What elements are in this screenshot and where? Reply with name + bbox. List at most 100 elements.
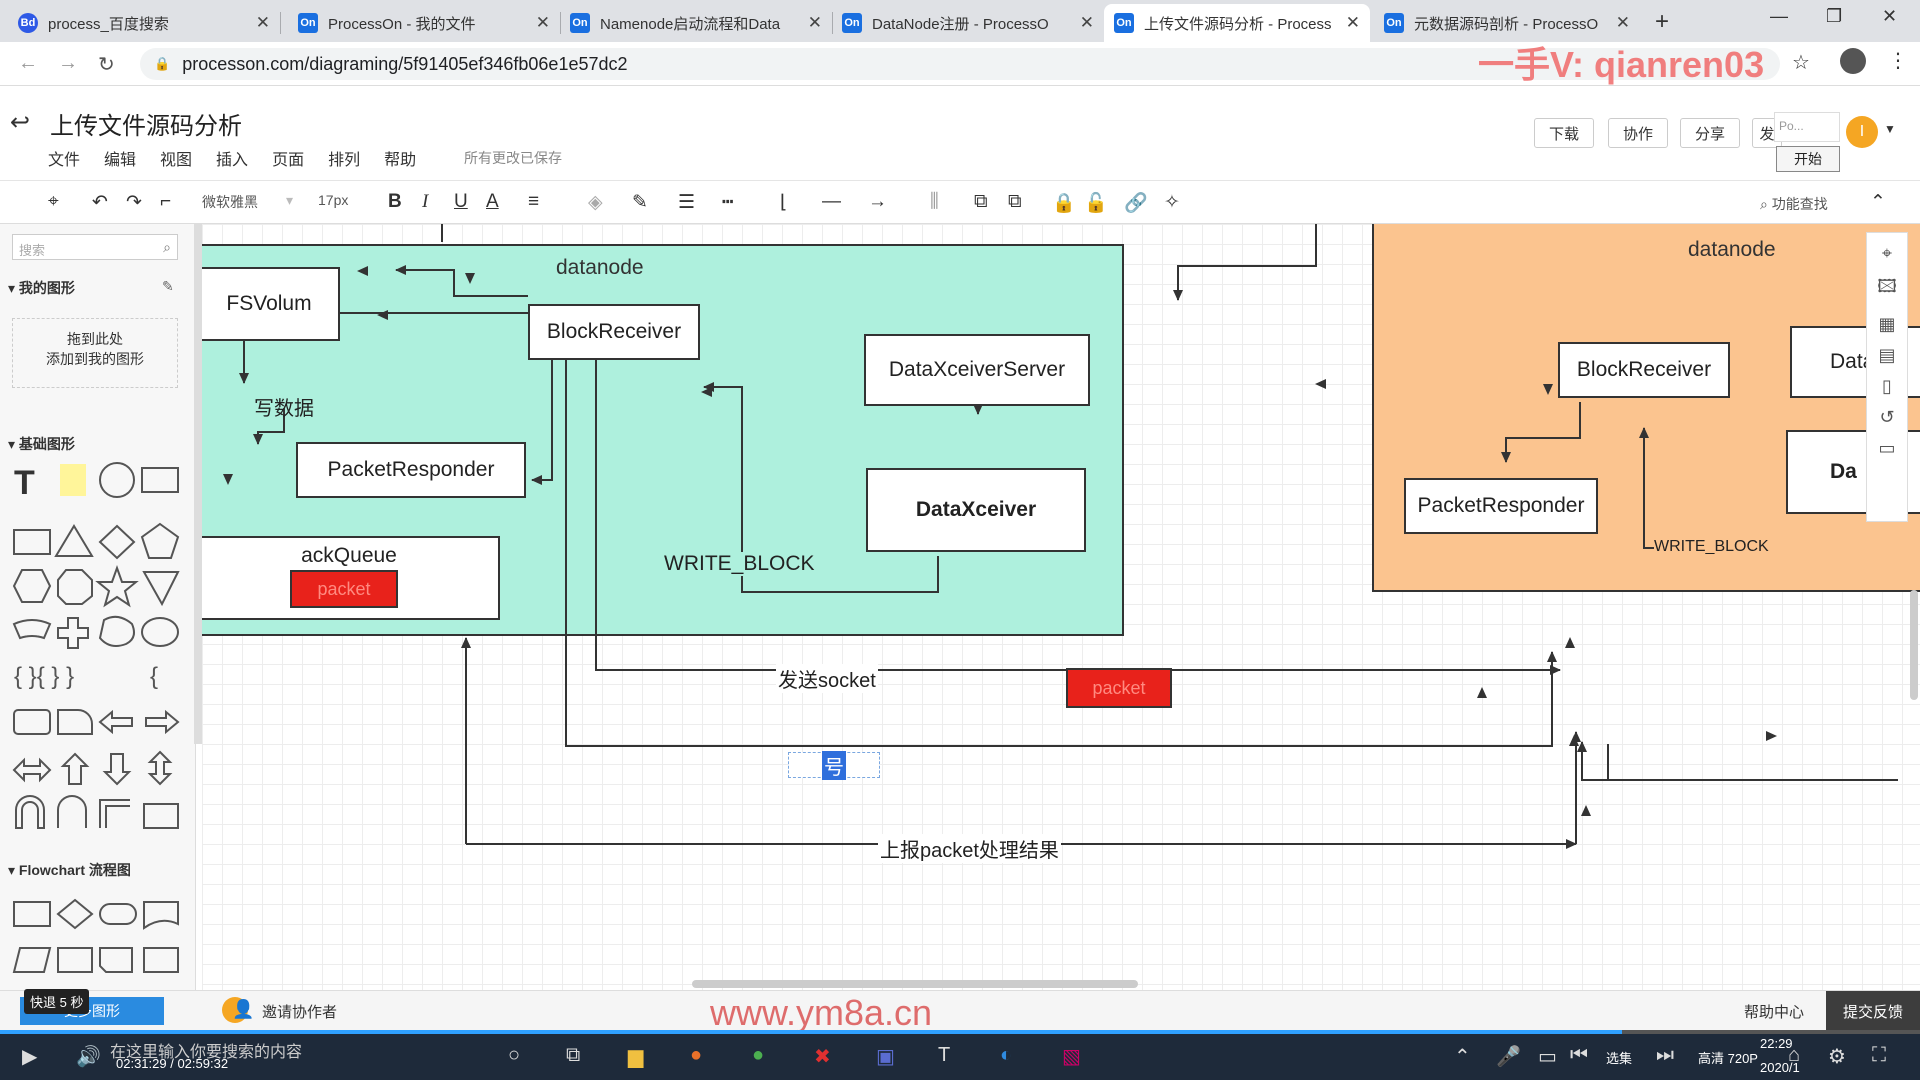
start-arrow-icon[interactable]: —	[822, 191, 841, 212]
panel-scrollbar[interactable]	[194, 224, 202, 744]
my-shapes-header[interactable]: ▾ 我的图形	[8, 280, 75, 296]
selected-text[interactable]: 号	[822, 750, 846, 780]
menu-view[interactable]: 视图	[160, 152, 193, 169]
report-label[interactable]: 上报packet处理结果	[878, 834, 1061, 863]
ack-queue-node[interactable]: ackQueue	[202, 536, 500, 620]
next-icon[interactable]: ⏭	[1656, 1044, 1674, 1066]
packet-block-left[interactable]: packet	[290, 570, 398, 608]
add-user-icon[interactable]: 👤	[232, 999, 255, 1019]
menu-insert[interactable]: 插入	[216, 152, 249, 169]
menu-file[interactable]: 文件	[48, 152, 81, 169]
bring-front-icon[interactable]: ⧉	[974, 191, 988, 212]
forward-icon[interactable]: →	[58, 52, 78, 74]
share-button[interactable]: 分享	[1680, 118, 1740, 148]
episodes-button[interactable]: 选集	[1606, 1051, 1633, 1066]
menu-page[interactable]: 页面	[272, 152, 305, 169]
end-arrow-icon[interactable]: →	[868, 191, 887, 212]
browser-tab[interactable]: On Namenode启动流程和Data ✕	[560, 4, 833, 42]
search-icon[interactable]: ⌕	[163, 239, 171, 255]
line-style-icon[interactable]: ┅	[722, 192, 734, 213]
browser-menu-icon[interactable]: ⋮	[1888, 50, 1908, 72]
folder-icon[interactable]: ▆	[628, 1046, 644, 1068]
comment-icon[interactable]: ▭	[1878, 438, 1896, 458]
line-width-icon[interactable]: ☰	[678, 192, 696, 213]
edit-icon[interactable]: ✎	[162, 278, 174, 294]
fill-color-icon[interactable]: ◈	[588, 192, 603, 213]
calendar-icon[interactable]: ▦	[1878, 314, 1896, 334]
bookmark-star-icon[interactable]: ☆	[1792, 52, 1810, 74]
history-icon[interactable]: ↺	[1879, 407, 1895, 427]
text-edit-box[interactable]: 号	[788, 750, 880, 780]
menu-help[interactable]: 帮助	[384, 152, 417, 169]
shape-search-input[interactable]: 搜索 ⌕	[12, 234, 178, 260]
close-tab-icon[interactable]: ✕	[535, 13, 550, 32]
app-icon[interactable]: ▧	[1062, 1046, 1081, 1068]
ide-icon[interactable]: ▣	[876, 1046, 895, 1068]
packet-responder-node[interactable]: PacketResponder	[296, 442, 526, 498]
fullscreen-icon[interactable]: ⛶	[1872, 1044, 1886, 1066]
chevron-up-icon[interactable]: ⌃	[1454, 1046, 1471, 1068]
chrome-icon[interactable]: ●	[752, 1044, 765, 1066]
collaborate-button[interactable]: 协作	[1608, 118, 1668, 148]
prev-icon[interactable]: ⏮	[1570, 1044, 1588, 1066]
packet-responder-node-right[interactable]: PacketResponder	[1404, 478, 1598, 534]
new-tab-icon[interactable]: +	[1655, 8, 1670, 35]
document-title[interactable]: 上传文件源码分析	[50, 113, 242, 140]
video-progress-bar[interactable]	[0, 1030, 1920, 1034]
canvas-scrollbar-horizontal[interactable]	[692, 980, 1138, 988]
align-objects-icon[interactable]: ⫼	[930, 191, 939, 212]
diagram-canvas[interactable]: datanode datanode	[202, 224, 1920, 990]
send-socket-label[interactable]: 发送socket	[776, 664, 878, 693]
app-icon[interactable]: ◐	[1000, 1044, 1013, 1066]
volume-icon[interactable]: 🔊	[76, 1046, 101, 1068]
firefox-icon[interactable]: ●	[690, 1044, 703, 1066]
block-receiver-node-right[interactable]: BlockReceiver	[1558, 342, 1730, 398]
chevron-down-icon[interactable]: ▾	[286, 192, 294, 208]
dataxceiver-server-node[interactable]: DataXceiverServer	[864, 334, 1090, 406]
close-tab-icon[interactable]: ✕	[1615, 13, 1630, 32]
browser-tab-active[interactable]: On 上传文件源码分析 - Process ✕	[1104, 4, 1370, 42]
browser-tab[interactable]: On ProcessOn - 我的文件 ✕	[288, 4, 561, 42]
write-block-label[interactable]: WRITE_BLOCK	[664, 552, 815, 576]
invite-collaborator-button[interactable]: 邀请协作者	[262, 1004, 338, 1021]
pages-icon[interactable]: ▤	[1878, 345, 1896, 365]
typora-icon[interactable]: T	[938, 1044, 951, 1066]
restore-icon[interactable]: ❐	[1826, 6, 1843, 26]
start-button[interactable]: 开始	[1776, 146, 1840, 172]
mic-icon[interactable]: 🎤	[1496, 1046, 1521, 1068]
play-icon[interactable]: ▶	[22, 1046, 38, 1068]
back-icon[interactable]: ←	[18, 52, 38, 74]
quality-button[interactable]: 高清 720P	[1698, 1051, 1758, 1066]
undo-icon[interactable]: ↶	[92, 192, 108, 213]
back-arrow-icon[interactable]: ↩	[10, 109, 31, 136]
font-family-select[interactable]: 微软雅黑	[202, 194, 258, 210]
font-color-icon[interactable]: A	[486, 191, 499, 212]
page-icon[interactable]: ▯	[1882, 376, 1892, 396]
browser-tab[interactable]: On 元数据源码剖析 - ProcessO ✕	[1374, 4, 1640, 42]
clear-format-icon[interactable]: ⌖	[48, 191, 59, 212]
unlock-icon[interactable]: 🔓	[1084, 193, 1108, 214]
link-icon[interactable]: 🔗	[1124, 193, 1148, 214]
block-receiver-node[interactable]: BlockReceiver	[528, 304, 700, 360]
feedback-button[interactable]: 提交反馈	[1826, 991, 1920, 1031]
task-view-icon[interactable]: ⧉	[566, 1044, 581, 1066]
taskbar-search[interactable]: 在这里输入你要搜索的内容	[110, 1044, 303, 1061]
basic-shapes-header[interactable]: ▾ 基础图形	[8, 436, 75, 452]
publish-button[interactable]: 发	[1752, 118, 1782, 148]
settings-gear-icon[interactable]: ⚙	[1828, 1046, 1846, 1068]
url-field[interactable]: 🔒 processon.com/diagraming/5f91405ef346f…	[140, 48, 1780, 80]
fsvolum-node[interactable]: FSVolum	[202, 267, 340, 341]
minimize-icon[interactable]: —	[1770, 6, 1788, 26]
screen-icon[interactable]: ▭	[1538, 1046, 1557, 1068]
line-color-icon[interactable]: ✎	[632, 192, 648, 213]
send-back-icon[interactable]: ⧉	[1008, 191, 1022, 212]
packet-block-socket[interactable]: packet	[1066, 668, 1172, 708]
close-tab-icon[interactable]: ✕	[1079, 13, 1094, 32]
align-icon[interactable]: ≡	[528, 191, 540, 212]
connector-type-icon[interactable]: ⌊	[780, 192, 788, 213]
menu-arrange[interactable]: 排列	[328, 152, 361, 169]
cortana-icon[interactable]: ○	[508, 1044, 521, 1066]
browser-tab[interactable]: Bd process_百度搜索 ✕	[8, 4, 281, 42]
flowchart-header[interactable]: ▾ Flowchart 流程图	[8, 862, 131, 878]
navigate-icon[interactable]: ⌖	[1881, 243, 1893, 263]
